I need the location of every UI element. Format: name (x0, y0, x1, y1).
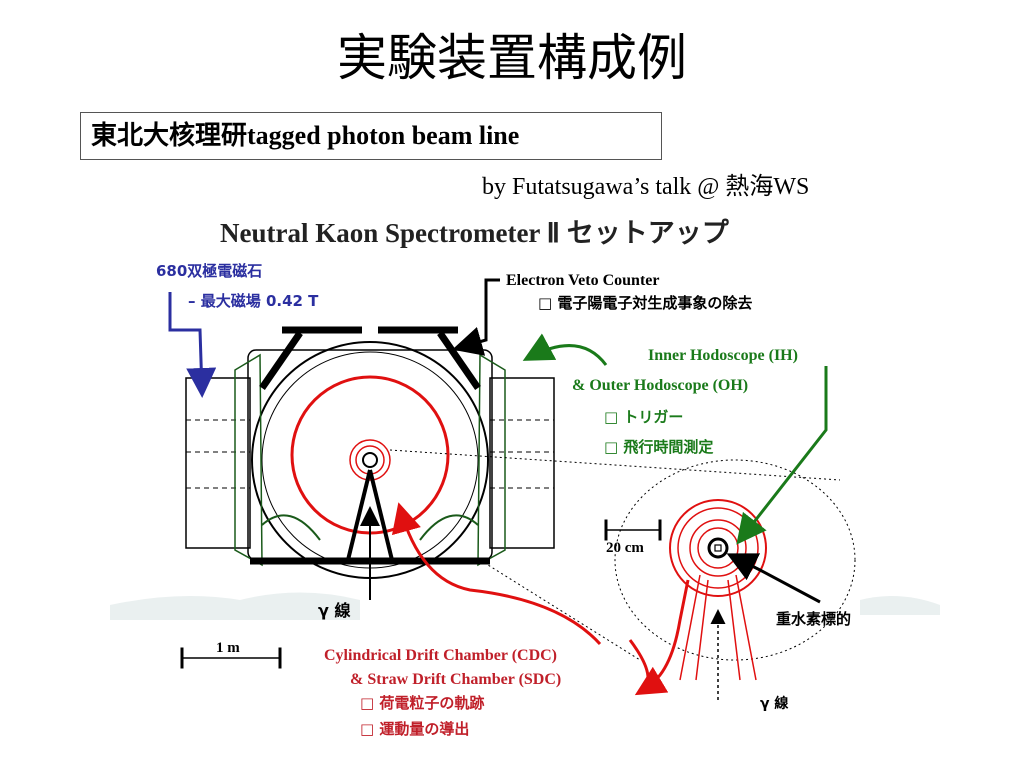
beam-lines (346, 469, 394, 561)
magnet-field: – 最大磁場 0.42 T (188, 292, 319, 310)
gamma-label-right: γ 線 (760, 695, 788, 712)
target-label: 重水素標的 (776, 610, 851, 628)
diagram-heading: Neutral Kaon Spectrometer Ⅱ セットアップ (220, 218, 730, 248)
spectrometer-diagram: Neutral Kaon Spectrometer Ⅱ セットアップ (110, 218, 940, 738)
magnet-yoke-right (489, 377, 555, 549)
sdc-arrow (628, 639, 669, 696)
cdc-ring (290, 375, 450, 535)
veto-sub: □ 電子陽電子対生成事象の除去 (538, 294, 752, 312)
byline: by Futatsugawa’s talk @ 熱海WS (482, 174, 810, 200)
scale-1m-label: 1 m (216, 640, 240, 656)
scale-20cm-label: 20 cm (606, 540, 644, 556)
scale-1m: 1 m (180, 640, 282, 669)
cdc-label: Cylindrical Drift Chamber (CDC) (324, 647, 557, 664)
ih-arrow (736, 366, 828, 545)
zoom-lines (389, 449, 856, 661)
zoom-detail (669, 499, 767, 700)
magnet-yoke-left (185, 377, 251, 549)
gamma-label-left: γ 線 (318, 601, 350, 620)
momentum-item: □ 運動量の導出 (360, 720, 469, 738)
beam-line-label: 東北大核理研tagged photon beam line (80, 112, 662, 160)
sdc-arrow-tail (639, 579, 690, 692)
trigger-item: □ トリガー (604, 408, 683, 426)
oh-label: & Outer Hodoscope (OH) (572, 377, 748, 394)
cdc-arrow (391, 502, 602, 646)
ih-label: Inner Hodoscope (IH) (648, 347, 798, 364)
track-item: □ 荷電粒子の軌跡 (360, 694, 484, 712)
sdc-label: & Straw Drift Chamber (SDC) (350, 671, 561, 688)
veto-label: Electron Veto Counter (506, 272, 659, 289)
magnet-label: 680双極電磁石 (156, 262, 262, 280)
magnet-arrow (168, 292, 217, 398)
target-arrow (726, 553, 821, 604)
veto-arrow (452, 278, 500, 356)
oh-arrow (522, 333, 608, 366)
background-haze (110, 592, 940, 620)
slide-title: 実験装置構成例 (337, 29, 687, 87)
tof-item: □ 飛行時間測定 (604, 438, 713, 456)
scale-20cm: 20 cm (604, 519, 662, 556)
